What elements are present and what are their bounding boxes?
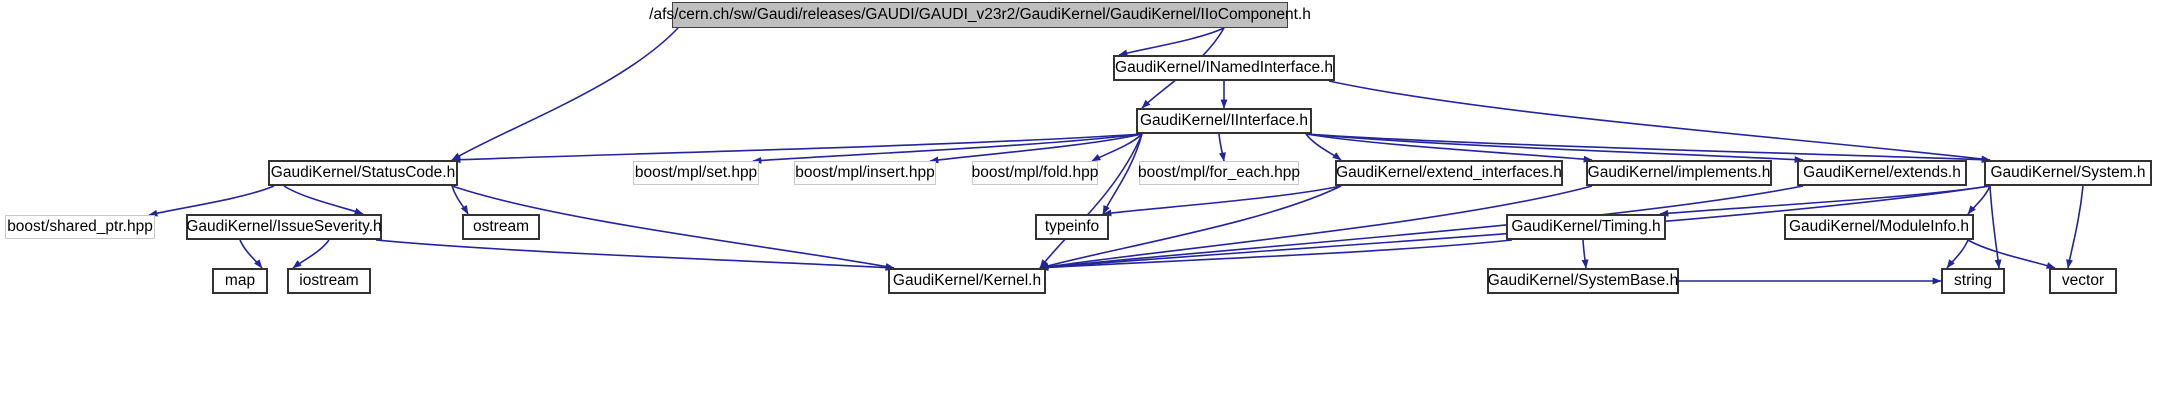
graph-node-label: GaudiKernel/IssueSeverity.h — [186, 218, 382, 236]
graph-node-label: GaudiKernel/Timing.h — [1511, 218, 1661, 236]
graph-node-iinterface[interactable]: GaudiKernel/IInterface.h — [1136, 108, 1312, 134]
graph-node-label: GaudiKernel/INamedInterface.h — [1115, 59, 1333, 77]
graph-node-implements[interactable]: GaudiKernel/implements.h — [1586, 160, 1772, 186]
graph-edge-system-to-vector — [2066, 185, 2084, 269]
graph-node-label: string — [1954, 272, 1992, 290]
graph-node-label: GaudiKernel/implements.h — [1587, 164, 1771, 182]
graph-edge-iinterface-to-typeinfo — [1102, 133, 1143, 215]
graph-node-mplinsert[interactable]: boost/mpl/insert.hpp — [794, 161, 936, 185]
graph-node-map[interactable]: map — [212, 268, 268, 294]
graph-edge-issuesev-to-map — [239, 239, 263, 269]
graph-edge-statuscode-to-issuesev — [283, 185, 364, 215]
graph-node-label: GaudiKernel/extends.h — [1803, 164, 1961, 182]
graph-node-moduleinfo[interactable]: GaudiKernel/ModuleInfo.h — [1784, 214, 1974, 240]
graph-node-label: GaudiKernel/System.h — [1990, 164, 2146, 182]
graph-node-sharedptr[interactable]: boost/shared_ptr.hpp — [5, 215, 155, 239]
graph-node-system[interactable]: GaudiKernel/System.h — [1984, 160, 2152, 186]
graph-edge-iinterface-to-extends — [1305, 133, 1804, 164]
graph-edge-system-to-string — [1989, 185, 2002, 269]
graph-node-label: boost/mpl/fold.hpp — [971, 164, 1099, 182]
graph-edge-iinterface-to-implements — [1305, 133, 1593, 163]
graph-node-systembase[interactable]: GaudiKernel/SystemBase.h — [1487, 268, 1679, 294]
graph-node-mplfold[interactable]: boost/mpl/fold.hpp — [972, 161, 1098, 185]
graph-node-iostream[interactable]: iostream — [287, 268, 371, 294]
graph-edge-iinterface-to-kernel — [1039, 133, 1143, 269]
graph-node-statuscode[interactable]: GaudiKernel/StatusCode.h — [268, 160, 458, 186]
graph-edge-extendif-to-typeinfo — [1102, 185, 1342, 217]
graph-edge-moduleinfo-to-vector — [1967, 239, 2056, 269]
graph-node-inamed[interactable]: GaudiKernel/INamedInterface.h — [1113, 55, 1335, 81]
graph-edge-iinterface-to-mplfold — [1091, 133, 1143, 162]
graph-edge-root-to-inamed — [1118, 27, 1225, 57]
graph-node-string[interactable]: string — [1941, 268, 2005, 294]
graph-edge-root-to-statuscode — [451, 27, 679, 161]
graph-node-extendif[interactable]: GaudiKernel/extend_interfaces.h — [1335, 160, 1563, 186]
graph-edge-iinterface-to-statuscode — [451, 133, 1143, 164]
graph-node-label: boost/shared_ptr.hpp — [7, 218, 153, 236]
graph-node-label: GaudiKernel/IInterface.h — [1139, 112, 1309, 130]
graph-edge-moduleinfo-to-string — [1946, 239, 1969, 269]
graph-node-timing[interactable]: GaudiKernel/Timing.h — [1506, 214, 1666, 240]
graph-edge-iinterface-to-mplforeach — [1218, 133, 1226, 162]
graph-node-extends[interactable]: GaudiKernel/extends.h — [1797, 160, 1967, 186]
graph-node-label: map — [224, 272, 256, 290]
graph-edge-implements-to-kernel — [1039, 185, 1593, 271]
graph-edge-extends-to-kernel — [1039, 185, 1804, 271]
graph-node-label: GaudiKernel/SystemBase.h — [1487, 272, 1679, 290]
graph-node-typeinfo[interactable]: typeinfo — [1035, 214, 1109, 240]
graph-node-label: boost/mpl/insert.hpp — [795, 164, 935, 182]
graph-edge-system-to-moduleinfo — [1967, 185, 1991, 215]
graph-node-label: ostream — [473, 218, 529, 236]
graph-node-label: typeinfo — [1044, 218, 1100, 236]
graph-node-vector[interactable]: vector — [2049, 268, 2117, 294]
graph-node-label: GaudiKernel/extend_interfaces.h — [1336, 164, 1562, 182]
graph-edge-timing-to-systembase — [1581, 239, 1589, 269]
graph-node-label: iostream — [299, 272, 359, 290]
graph-edge-iinterface-to-system — [1305, 133, 1991, 164]
graph-edge-issuesev-to-iostream — [292, 239, 330, 269]
graph-node-label: boost/mpl/set.hpp — [634, 164, 758, 182]
graph-node-mplset[interactable]: boost/mpl/set.hpp — [633, 161, 759, 185]
graph-node-kernel[interactable]: GaudiKernel/Kernel.h — [888, 268, 1046, 294]
graph-node-issuesev[interactable]: GaudiKernel/IssueSeverity.h — [186, 214, 382, 240]
graph-node-ostream[interactable]: ostream — [462, 214, 540, 240]
graph-edge-timing-to-kernel — [1039, 239, 1513, 271]
graph-edge-issuesev-to-kernel — [375, 239, 895, 272]
graph-node-label: boost/mpl/for_each.hpp — [1138, 164, 1300, 182]
graph-node-root[interactable]: /afs/cern.ch/sw/Gaudi/releases/GAUDI/GAU… — [649, 2, 1311, 28]
graph-edge-statuscode-to-ostream — [451, 185, 469, 215]
graph-node-mplforeach[interactable]: boost/mpl/for_each.hpp — [1138, 161, 1300, 185]
graph-edge-inamed-to-system — [1328, 80, 1991, 163]
graph-edge-iinterface-to-extendif — [1305, 133, 1342, 161]
graph-node-label: GaudiKernel/Kernel.h — [892, 272, 1042, 290]
graph-edge-extendif-to-kernel — [1039, 185, 1342, 270]
graph-node-label: GaudiKernel/ModuleInfo.h — [1788, 218, 1970, 236]
graph-edge-statuscode-to-kernel — [451, 185, 895, 270]
graph-edge-iinterface-to-mplinsert — [929, 133, 1143, 164]
graph-edge-system-to-timing — [1659, 185, 1991, 217]
graph-edge-iinterface-to-mplset — [752, 133, 1143, 164]
graph-node-label: vector — [2061, 272, 2105, 290]
graph-edge-statuscode-to-sharedptr — [148, 185, 275, 217]
graph-node-label: GaudiKernel/StatusCode.h — [270, 164, 456, 182]
graph-node-label: /afs/cern.ch/sw/Gaudi/releases/GAUDI/GAU… — [649, 6, 1311, 24]
